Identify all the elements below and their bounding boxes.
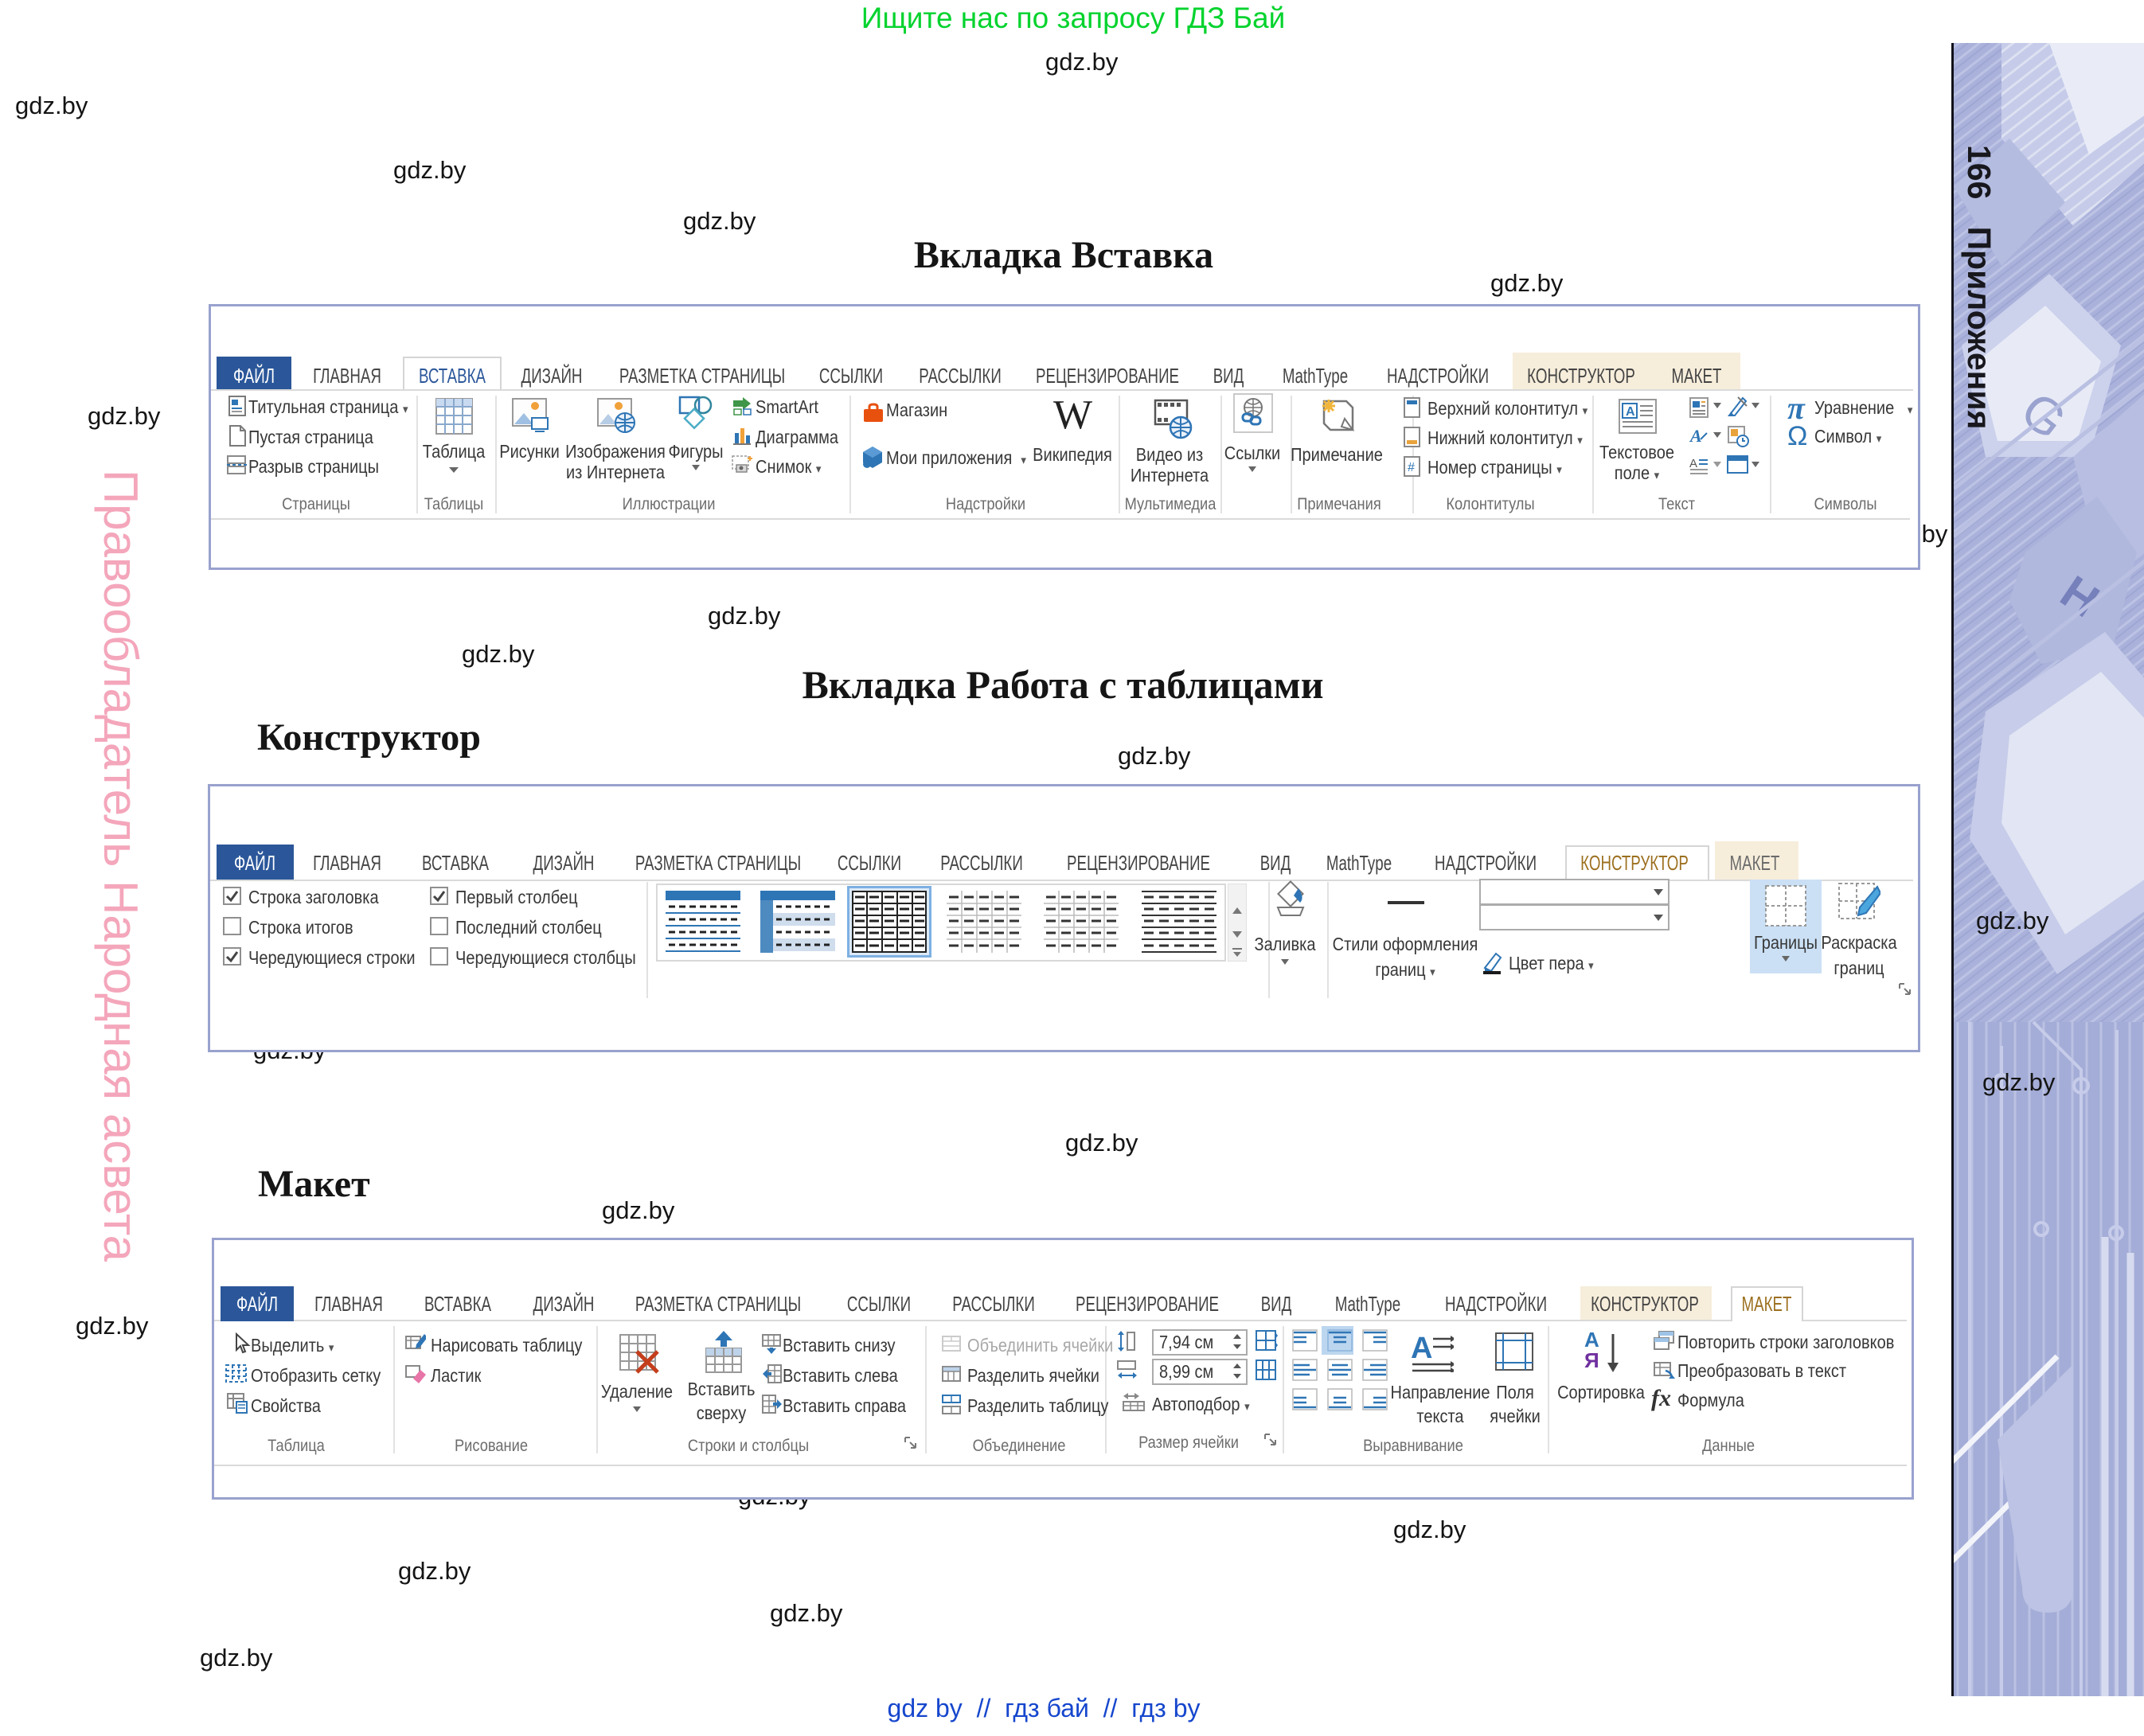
- svg-text:Я: Я: [1584, 1348, 1599, 1372]
- svg-text:A: A: [1626, 405, 1635, 419]
- svg-text:A: A: [1689, 457, 1697, 470]
- svg-text:#: #: [1408, 461, 1415, 474]
- svg-text:A: A: [1689, 427, 1702, 446]
- svg-text:А: А: [1584, 1329, 1599, 1352]
- svg-text:A: A: [1411, 1332, 1432, 1365]
